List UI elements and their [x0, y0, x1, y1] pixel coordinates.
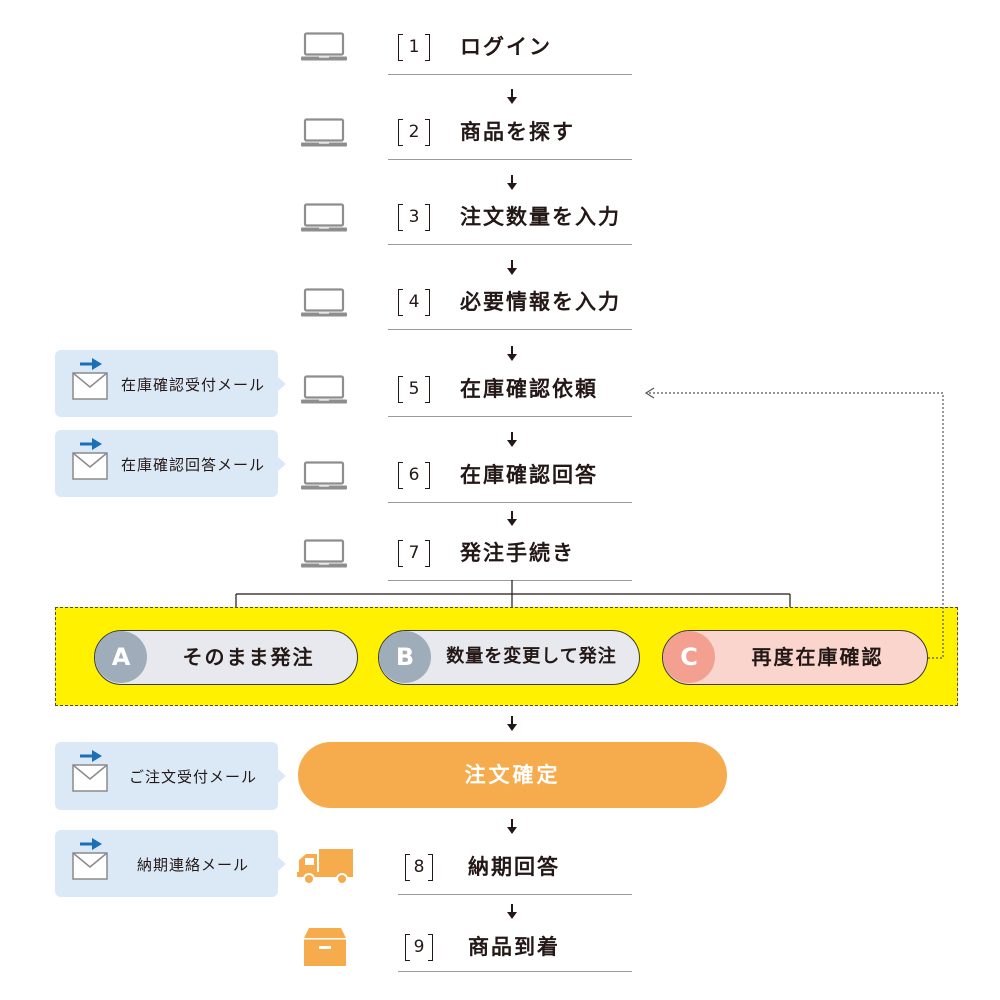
- truck-icon: [297, 849, 353, 885]
- step-label: ログイン: [460, 35, 552, 59]
- laptop-icon: [300, 539, 348, 569]
- option-label: 数量を変更して発注: [446, 646, 617, 667]
- step-number: 9: [405, 934, 433, 961]
- step-5: 5 在庫確認依頼: [388, 369, 632, 417]
- step-number: 1: [398, 34, 430, 61]
- option-b: B 数量を変更して発注: [378, 630, 640, 685]
- step-label: 在庫確認回答: [460, 463, 598, 487]
- down-arrow-icon: [507, 346, 517, 361]
- step-number: 7: [398, 540, 430, 567]
- step-7: 7 発注手続き: [388, 533, 632, 581]
- step-8: 8 納期回答: [398, 847, 632, 895]
- step-label: 発注手続き: [460, 541, 575, 565]
- option-a: A そのまま発注: [94, 630, 358, 685]
- step-label: 注文数量を入力: [460, 205, 621, 229]
- option-letter-badge: C: [663, 631, 715, 683]
- mail-notice-stock-check-received: 在庫確認受付メール: [55, 350, 286, 417]
- option-label: そのまま発注: [182, 645, 315, 669]
- down-arrow-icon: [507, 904, 517, 919]
- mail-label: 在庫確認受付メール: [120, 376, 265, 394]
- send-arrow-icon: [80, 358, 102, 370]
- mail-notice-delivery-date: 納期連絡メール: [55, 830, 286, 897]
- envelope-icon: [72, 452, 108, 480]
- step-9: 9 商品到着: [398, 927, 632, 972]
- laptop-icon: [300, 118, 348, 148]
- step-number: 2: [398, 119, 430, 146]
- step-number: 5: [398, 376, 430, 403]
- step-number: 8: [405, 854, 433, 881]
- box-icon: [304, 928, 346, 966]
- step-6: 6 在庫確認回答: [388, 455, 632, 503]
- down-arrow-icon: [507, 716, 517, 731]
- mail-notice-stock-check-answer: 在庫確認回答メール: [55, 430, 286, 497]
- step-number: 4: [398, 289, 430, 316]
- step-4: 4 必要情報を入力: [388, 282, 632, 330]
- laptop-icon: [300, 32, 348, 62]
- step-number: 3: [398, 204, 430, 231]
- step-label: 納期回答: [468, 855, 560, 879]
- envelope-icon: [72, 372, 108, 400]
- laptop-icon: [300, 461, 348, 491]
- option-letter-badge: B: [379, 631, 431, 683]
- down-arrow-icon: [507, 511, 517, 526]
- step-1: 1 ログイン: [388, 27, 632, 75]
- envelope-icon: [72, 764, 108, 792]
- down-arrow-icon: [507, 260, 517, 275]
- laptop-icon: [300, 203, 348, 233]
- send-arrow-icon: [80, 438, 102, 450]
- option-c: C 再度在庫確認: [662, 630, 928, 685]
- send-arrow-icon: [80, 750, 102, 762]
- step-number: 6: [398, 462, 430, 489]
- step-label: 必要情報を入力: [460, 290, 621, 314]
- laptop-icon: [300, 375, 348, 405]
- option-label: 再度在庫確認: [751, 645, 884, 669]
- down-arrow-icon: [507, 89, 517, 104]
- mail-notice-order-received: ご注文受付メール: [55, 742, 286, 810]
- step-2: 2 商品を探す: [388, 112, 632, 160]
- step-label: 商品を探す: [460, 120, 575, 144]
- mail-label: ご注文受付メール: [128, 768, 257, 786]
- branch-connector: [235, 580, 791, 607]
- step-label: 在庫確認依頼: [460, 377, 598, 401]
- mail-label: 納期連絡メール: [136, 856, 249, 874]
- down-arrow-icon: [507, 432, 517, 447]
- down-arrow-icon: [507, 819, 517, 834]
- laptop-icon: [300, 288, 348, 318]
- envelope-icon: [72, 852, 108, 880]
- step-label: 商品到着: [468, 935, 560, 959]
- step-3: 3 注文数量を入力: [388, 197, 632, 245]
- send-arrow-icon: [80, 838, 102, 850]
- mail-label: 在庫確認回答メール: [120, 456, 265, 474]
- order-confirmed-banner: 注文確定: [298, 742, 727, 808]
- option-letter-badge: A: [95, 631, 147, 683]
- down-arrow-icon: [507, 175, 517, 190]
